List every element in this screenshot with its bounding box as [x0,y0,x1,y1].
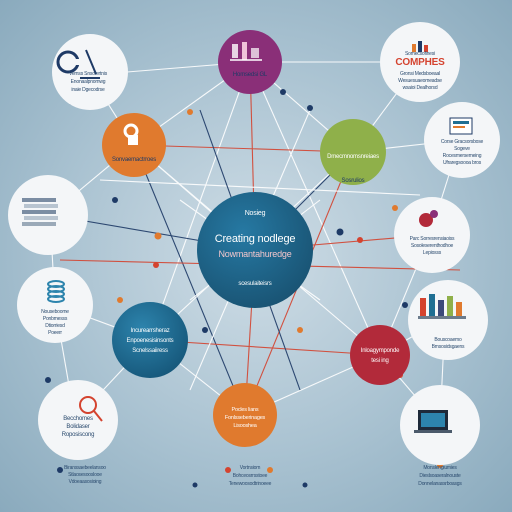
laptop-icon [414,410,452,433]
center-subtitle: Nowmantahuredge [218,249,292,259]
card-right-mid-line-2: Sogeve [454,146,470,152]
footer-right-line-2: Dieslsoaseralnouste [419,473,461,479]
white-cards [8,22,500,465]
node-purple-label: Homsedsi GL [232,72,268,78]
footer-center-line-1: Vortnsiom [239,465,261,471]
node-green-label: Dmecmnomsnreiaes [327,154,379,160]
node-blue-label-2: Enpoenesisinsonts [126,338,174,344]
node-green-right [320,119,386,185]
node-center [197,192,313,308]
test-tube-rack-icon [418,294,466,319]
card-right-mid-line-1: Corse Gracsorsbose [440,139,484,145]
node-blue-left [112,302,188,378]
card-left-upper [8,175,88,255]
footer-right-line-3: Donnelanassrboasgs [418,481,462,487]
magnifier-icon [79,396,103,422]
card-right-mid-line-3: Rocesmersemeing [442,153,482,159]
node-blue-label-3: Scnelssaiiress [132,348,168,354]
node-crimson-right [350,325,410,385]
card-left-mid-line-1: Nouseboome [41,309,69,315]
node-orange-bottom-label-2: Fonlsseberinages [224,415,266,421]
footer-left-line-3: Vdoeaasosioing [68,479,102,485]
node-orange-left-label: Sonvaemactrroes [111,157,157,163]
card-top-right [380,22,460,102]
hands-icon [412,41,428,52]
card-right-lower-line-2: Bmsosidsgaens [431,344,465,350]
card-top-left-line-2: Enonaalpnomwg [70,79,106,85]
microscope-icon [80,49,100,79]
node-green-sub-label: Sosrulios [341,178,365,184]
card-right-upper-mid-line-2: Sosoleserenthodhoe [410,243,454,249]
card-left-mid-line-3: Dtiorriesd [45,323,65,329]
node-orange-bottom-label-3: Lisooshea [233,423,257,429]
card-left-mid-line-4: Poeerr [48,330,62,336]
node-blue-label-1: Incurearrsheraz [130,328,170,334]
card-top-left-line-3: inaie Dgecodrse [71,87,105,93]
card-top-right-line-1: Gronsi Medsboeaal [400,71,440,77]
coil-icon [47,280,65,303]
card-bottom-left-line-2: Bolidaser [66,424,90,430]
flask-icon [230,42,262,61]
node-orange-bottom [213,383,277,447]
card-right-lower [408,280,488,360]
card-right-upper-mid-line-3: Lepiosss [422,250,442,256]
orb-icon [419,210,438,227]
center-bottom-label: scesulaiteisrs [238,281,272,287]
node-orange-bottom-label-1: Pocles lians [231,407,259,413]
card-top-right-line-3: wsaioi Dealhorsd [402,85,438,91]
footer-left-line-2: Stlaosesooslooe [68,472,102,478]
node-crimson-label-2: tesi ing [371,358,389,364]
card-right-lower-line-1: Bouscoaemo [434,337,462,343]
card-right-upper-mid [394,197,470,273]
card-top-right-title: COMPHES [395,57,445,68]
document-icon [449,117,473,135]
card-left-mid [17,267,93,343]
card-right-mid [424,102,500,178]
node-purple-top [218,30,282,94]
node-crimson-label-1: Inloagymponde [360,348,400,354]
gear-icon [56,50,84,74]
footer-left-line-1: Biranssaebeelansoo [64,465,106,471]
lab-scientist-icon [123,123,139,145]
card-top-right-head: Somecsofinesi [405,51,435,57]
card-right-mid-line-4: Ufraregsoooa bros [442,160,481,166]
card-right-upper-mid-line-1: Parc Sorresrensiaoiss [409,236,455,242]
card-bottom-left-line-3: Roposiscong [61,432,95,438]
card-top-right-line-2: Wesuesuaeomeadse [398,78,442,84]
footer-right-line-1: Monslengiumies [423,465,457,471]
card-bottom-left-line-1: Becchomes [63,416,93,422]
card-top-left-line-1: Vemss Snsotertnis [68,71,107,77]
card-left-mid-line-2: Ponbmesss [42,316,68,322]
footer-center-line-3: Tenewoosodtrinoeee [228,481,272,487]
footer-center-line-2: Bohceosrrsstoee [232,473,268,479]
center-top-label: Nosieg [244,210,266,217]
card-bottom-left [38,380,118,460]
book-stack-icon [22,198,58,226]
center-title: Creating nodlege [214,233,296,245]
